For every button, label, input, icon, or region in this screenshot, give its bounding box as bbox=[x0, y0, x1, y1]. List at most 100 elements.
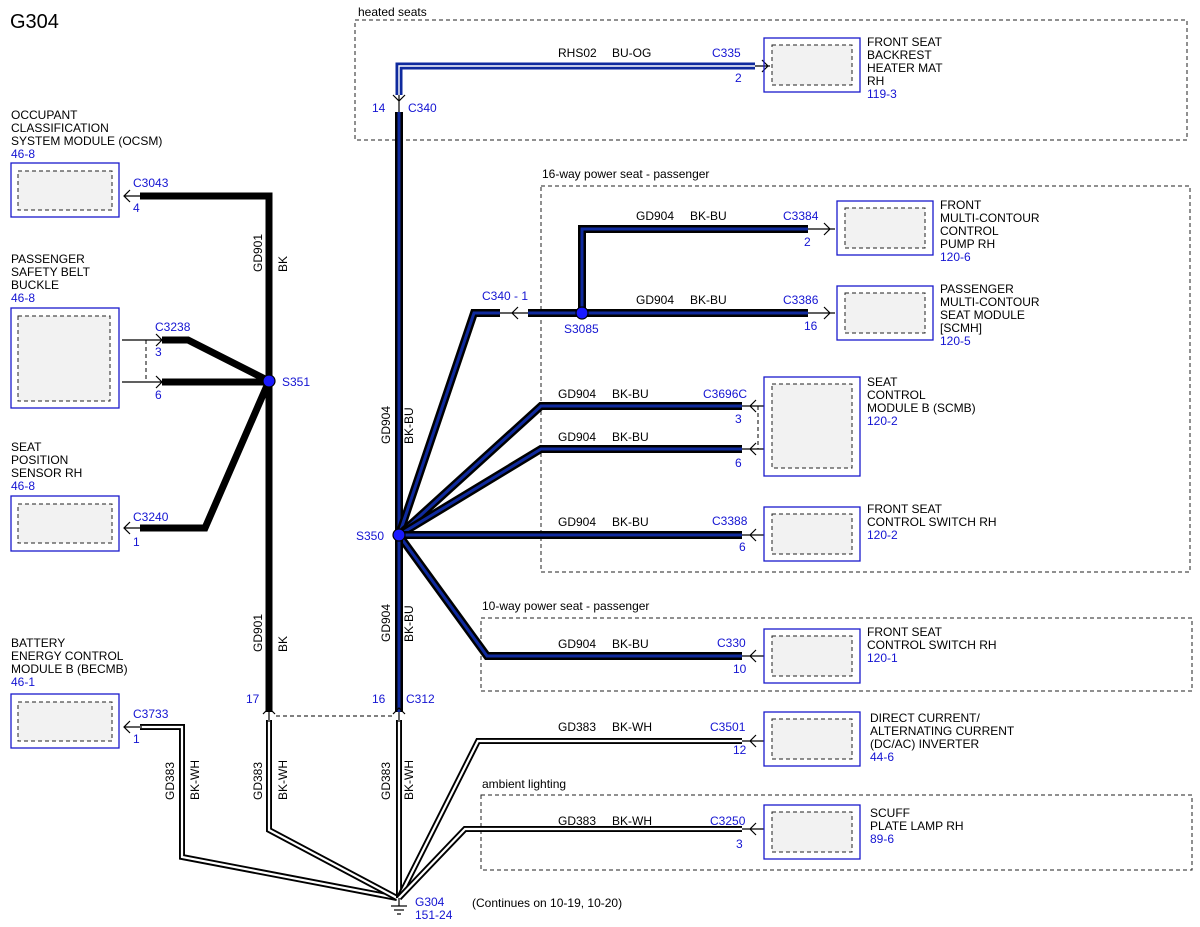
connector-c330[interactable]: C330 bbox=[717, 636, 746, 650]
module-ref[interactable]: 120-1 bbox=[867, 651, 898, 665]
module-label: DIRECT CURRENT/ bbox=[870, 711, 980, 725]
wire-label: GD383 bbox=[163, 762, 177, 800]
module-scmb[interactable]: SEAT CONTROL MODULE B (SCMB) 120-2 bbox=[763, 375, 976, 477]
group-label-ambient: ambient lighting bbox=[482, 777, 566, 791]
module-label: ALTERNATING CURRENT bbox=[870, 724, 1015, 738]
connector-c3250[interactable]: C3250 bbox=[710, 814, 746, 828]
module-label: BATTERY bbox=[11, 636, 65, 650]
module-heater-mat[interactable]: FRONT SEAT BACKREST HEATER MAT RH 119-3 bbox=[763, 35, 943, 101]
splice-s3085-dot bbox=[575, 306, 589, 320]
wire-label: BU-OG bbox=[612, 46, 651, 60]
module-label: SCUFF bbox=[870, 806, 910, 820]
ground-g304-label[interactable]: G304 bbox=[415, 895, 445, 909]
ground-symbol bbox=[391, 898, 407, 915]
connector-arrows bbox=[122, 59, 835, 836]
module-pump[interactable]: FRONT MULTI-CONTOUR CONTROL PUMP RH 120-… bbox=[836, 198, 1040, 264]
module-passenger-safety-belt-buckle[interactable]: PASSENGER SAFETY BELT BUCKLE 46-8 bbox=[10, 252, 120, 409]
wire-label: BK-WH bbox=[612, 814, 652, 828]
splice-s3085-label[interactable]: S3085 bbox=[564, 322, 599, 336]
module-ref[interactable]: 120-2 bbox=[867, 414, 898, 428]
wire-label: GD904 bbox=[558, 387, 596, 401]
wire-label: BK-BU bbox=[690, 209, 727, 223]
module-label: PASSENGER bbox=[11, 252, 85, 266]
module-label: SEAT bbox=[11, 440, 42, 454]
connector-c3733[interactable]: C3733 bbox=[133, 707, 169, 721]
module-ref[interactable]: 46-8 bbox=[11, 147, 35, 161]
module-scuff-plate-lamp[interactable]: SCUFF PLATE LAMP RH 89-6 bbox=[763, 804, 964, 860]
pin-label: 2 bbox=[804, 235, 811, 249]
pin-label: 6 bbox=[735, 456, 742, 470]
connector-c335[interactable]: C335 bbox=[712, 46, 741, 60]
module-switch-16way[interactable]: FRONT SEAT CONTROL SWITCH RH 120-2 bbox=[763, 502, 997, 562]
module-ref[interactable]: 120-2 bbox=[867, 528, 898, 542]
pin-label: 14 bbox=[372, 101, 386, 115]
wire-label: GD904 bbox=[558, 637, 596, 651]
module-label: PLATE LAMP RH bbox=[870, 819, 964, 833]
module-label: FRONT bbox=[940, 198, 982, 212]
module-switch-10way[interactable]: FRONT SEAT CONTROL SWITCH RH 120-1 bbox=[763, 625, 997, 684]
splice-s350-label[interactable]: S350 bbox=[356, 529, 384, 543]
wire-label: BK-BU bbox=[690, 293, 727, 307]
wire-label: BK-WH bbox=[276, 760, 290, 800]
connector-c3238[interactable]: C3238 bbox=[155, 320, 191, 334]
module-label: PASSENGER bbox=[940, 282, 1014, 296]
continues-note: (Continues on 10-19, 10-20) bbox=[472, 896, 622, 910]
connector-c3501[interactable]: C3501 bbox=[710, 720, 746, 734]
group-ambient-lighting: ambient lighting bbox=[480, 777, 1193, 871]
module-ref[interactable]: 120-6 bbox=[940, 250, 971, 264]
module-label: FRONT SEAT bbox=[867, 502, 943, 516]
wire-label: BK-BU bbox=[612, 637, 649, 651]
module-scmh[interactable]: PASSENGER MULTI-CONTOUR SEAT MODULE [SCM… bbox=[836, 282, 1040, 348]
connector-c312[interactable]: C312 bbox=[406, 692, 435, 706]
connector-c3696c[interactable]: C3696C bbox=[703, 387, 747, 401]
connector-c3384[interactable]: C3384 bbox=[783, 209, 819, 223]
wire-label: BK-WH bbox=[612, 720, 652, 734]
module-label: ENERGY CONTROL bbox=[11, 649, 124, 663]
connector-c3388[interactable]: C3388 bbox=[712, 514, 748, 528]
wire-gd901-group bbox=[140, 192, 273, 712]
module-ref[interactable]: 46-8 bbox=[11, 291, 35, 305]
wire-label: GD904 bbox=[636, 209, 674, 223]
module-label: (DC/AC) INVERTER bbox=[870, 737, 979, 751]
module-ref[interactable]: 46-1 bbox=[11, 675, 35, 689]
module-ref[interactable]: 120-5 bbox=[940, 334, 971, 348]
pin-label: 3 bbox=[735, 412, 742, 426]
page-title: G304 bbox=[10, 11, 59, 33]
pin-label: 1 bbox=[133, 535, 140, 549]
group-heated-seats: heated seats bbox=[354, 5, 1188, 141]
module-ref[interactable]: 44-6 bbox=[870, 750, 894, 764]
wire-rhs02 bbox=[395, 62, 755, 95]
module-seat-position-sensor[interactable]: SEAT POSITION SENSOR RH 46-8 bbox=[10, 440, 120, 552]
module-label: BUCKLE bbox=[11, 278, 59, 292]
module-ref[interactable]: 46-8 bbox=[11, 479, 35, 493]
pin-label: 17 bbox=[246, 692, 260, 706]
module-label: MULTI-CONTOUR bbox=[940, 295, 1040, 309]
module-label: CONTROL SWITCH RH bbox=[867, 638, 997, 652]
wire-labels-vertical: GD901 BK GD901 BK GD904 BK-BU GD904 BK-B… bbox=[163, 234, 416, 800]
group-label-heated-seats: heated seats bbox=[358, 5, 427, 19]
connector-c3386[interactable]: C3386 bbox=[783, 293, 819, 307]
module-becmb[interactable]: BATTERY ENERGY CONTROL MODULE B (BECMB) … bbox=[10, 636, 128, 749]
wire-label: BK-BU bbox=[612, 430, 649, 444]
module-label: SEAT MODULE bbox=[940, 308, 1025, 322]
module-label: CONTROL bbox=[867, 388, 926, 402]
wire-gd383-group bbox=[140, 720, 742, 901]
group-label-10-way: 10-way power seat - passenger bbox=[482, 599, 649, 613]
module-label: FRONT SEAT bbox=[867, 625, 943, 639]
connector-c340-left[interactable]: C340 bbox=[482, 289, 511, 303]
module-ref[interactable]: 89-6 bbox=[870, 832, 894, 846]
module-ref[interactable]: 119-3 bbox=[867, 87, 897, 101]
group-10-way-power-seat: 10-way power seat - passenger bbox=[480, 599, 1193, 692]
module-label: SEAT bbox=[867, 375, 898, 389]
module-dcac-inverter[interactable]: DIRECT CURRENT/ ALTERNATING CURRENT (DC/… bbox=[763, 711, 1015, 767]
connector-c340[interactable]: C340 bbox=[408, 101, 437, 115]
pin-label: - 1 bbox=[514, 289, 528, 303]
connector-c3240[interactable]: C3240 bbox=[133, 510, 169, 524]
module-label: MODULE B (BECMB) bbox=[11, 662, 128, 676]
splice-s351-label[interactable]: S351 bbox=[282, 375, 310, 389]
connector-c3043[interactable]: C3043 bbox=[133, 176, 169, 190]
wire-label: GD904 bbox=[636, 293, 674, 307]
ground-ref[interactable]: 151-24 bbox=[415, 908, 453, 922]
pin-label: 16 bbox=[804, 319, 818, 333]
module-ocsm[interactable]: OCCUPANT CLASSIFICATION SYSTEM MODULE (O… bbox=[10, 108, 162, 218]
